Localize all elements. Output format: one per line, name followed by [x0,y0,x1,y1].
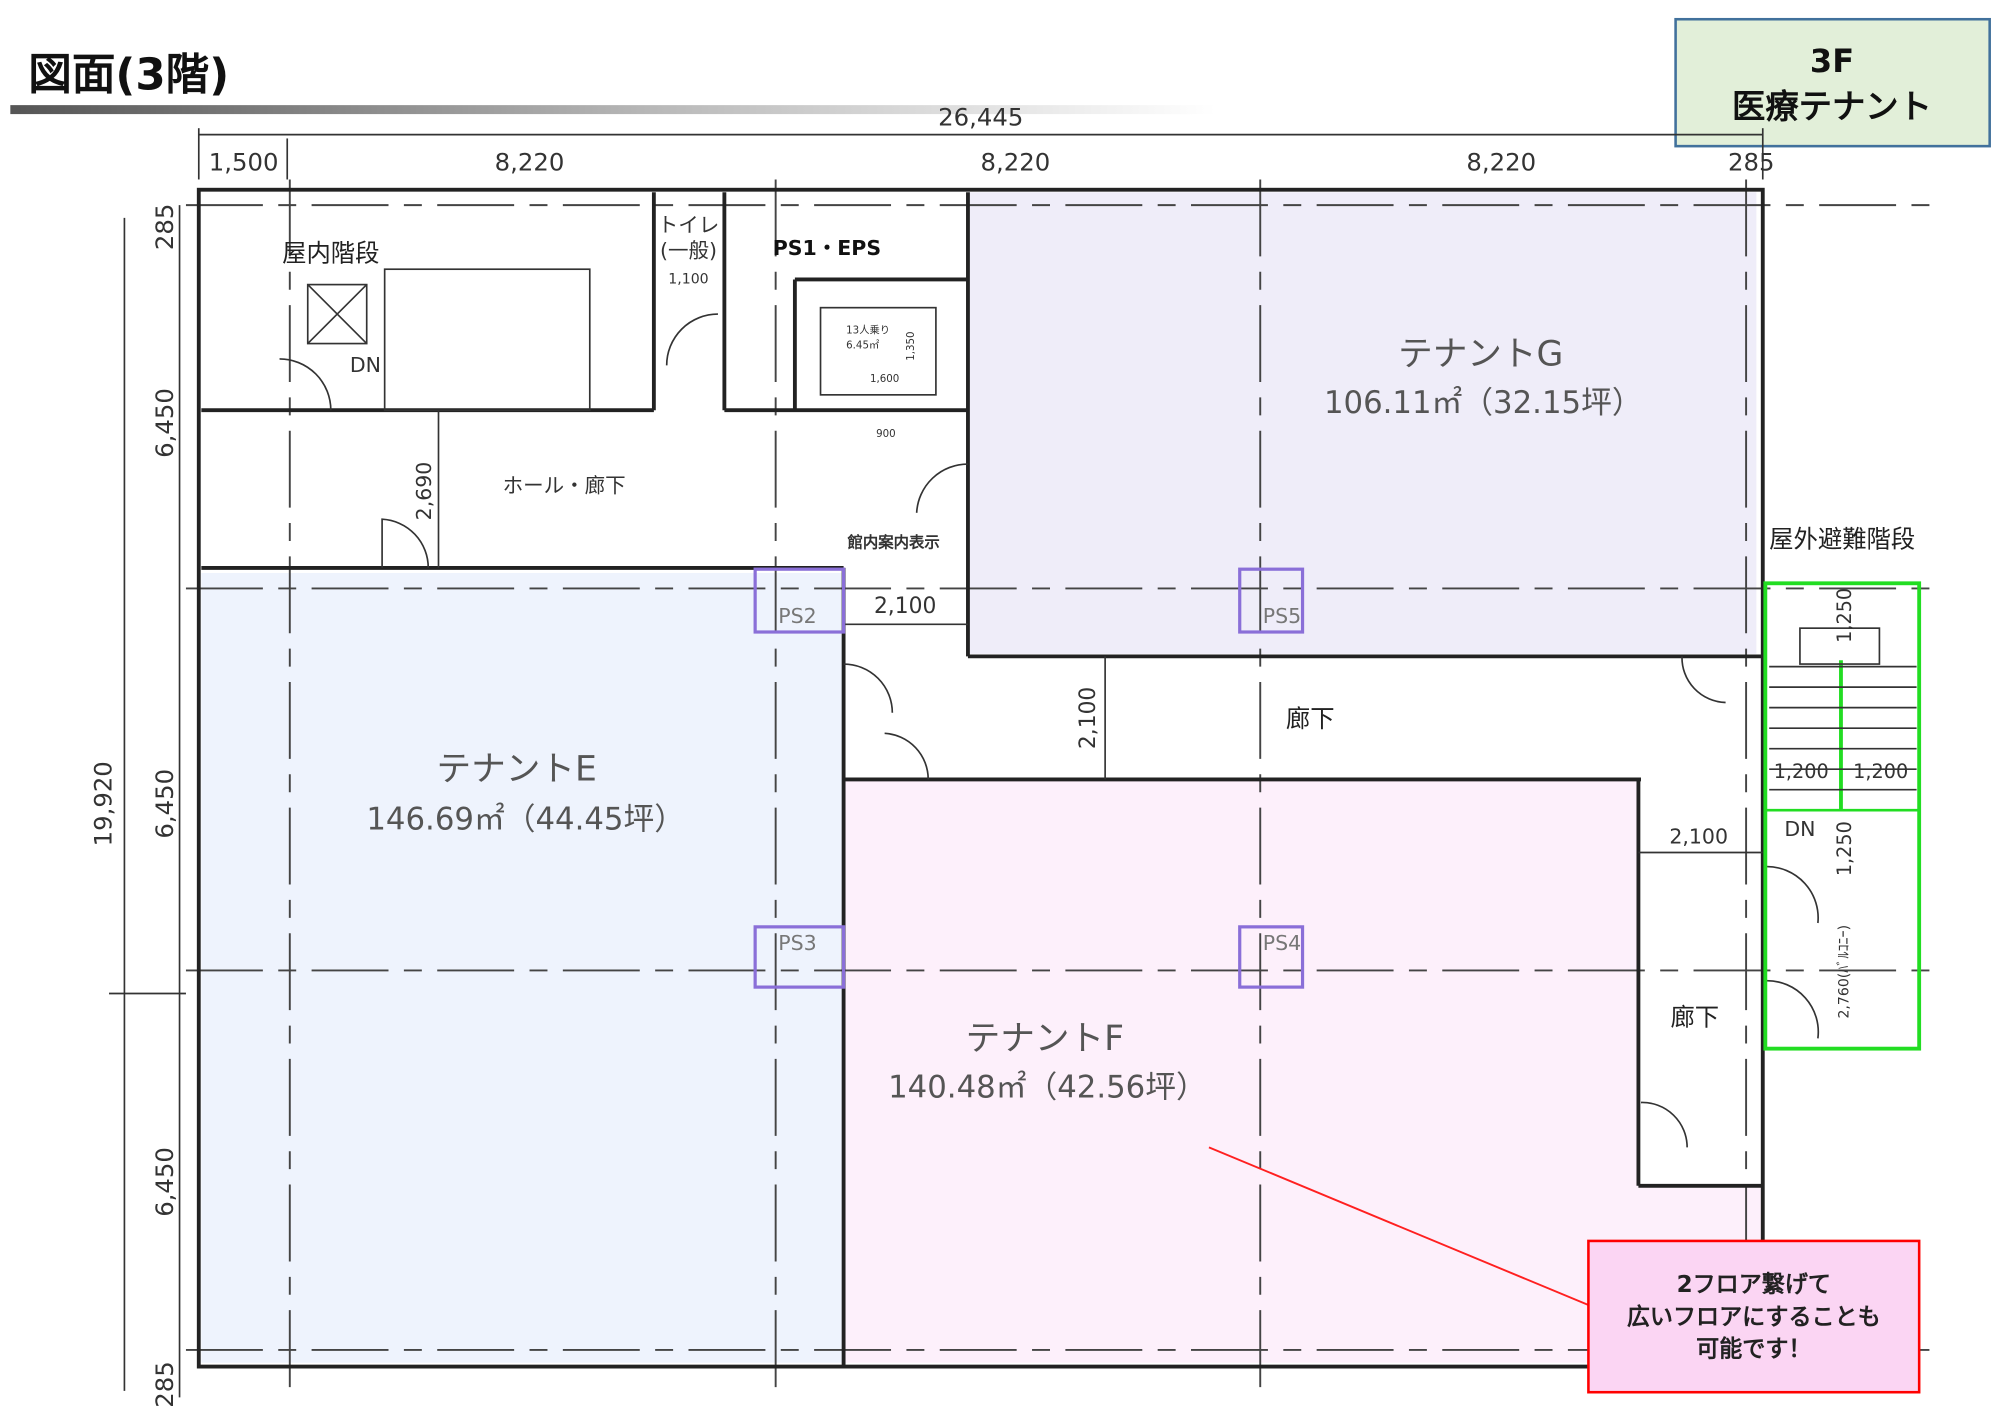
dimensions-depth_spans-3-label: 6,450 [150,1147,179,1217]
dimensions-spans-2-label: 8,220 [981,148,1051,177]
floor-badge: 3F 医療テナント [1674,17,1991,148]
rooms-corridor1-label: 廊下 [1286,704,1335,733]
rooms-dn2-label: DN [1784,817,1815,841]
rooms-corridor2-label: 廊下 [1670,1003,1719,1032]
rooms-elevator_d-label: 1,350 [905,331,917,360]
outdoor-stairs [1763,581,1922,1051]
callout-note: 2フロア繋げて 広いフロアにすることも 可能です！ [1208,1146,1921,1394]
callout-lines-1-label: 広いフロアにすることも [1627,1303,1881,1330]
tenant-f-area [843,779,1763,1363]
dimensions-depth_spans-1-label: 6,450 [150,388,179,458]
rooms-elevator_w-label: 1,600 [870,373,899,385]
rooms-ps-1-label: PS3 [778,931,816,955]
rooms-corridor_dim1-label: 2,100 [874,594,936,619]
rooms-toilet_2-label: (一般) [660,239,717,263]
tenants-0-area-label: 106.11㎡（32.15坪） [1324,385,1643,421]
dimensions-spans-0-label: 1,500 [209,148,279,177]
rooms-elevator_area-label: 6.45㎡ [846,340,879,352]
rooms-elevator_cap-label: 13人乗り [846,324,890,336]
rooms-elevator_door-label: 900 [876,428,896,440]
ps-boxes: PS2 PS3 PS4 PS5 [753,567,1305,989]
dimensions-spans-4-label: 285 [1728,148,1774,177]
rooms-ps-0-label: PS2 [778,604,816,628]
rooms-stair_w2-label: 1,200 [1853,760,1908,783]
callout-lines-0-label: 2フロア繋げて [1677,1272,1831,1298]
tenants-1-name-label: テナントE [437,750,597,790]
rooms-hall_dim-label: 2,690 [412,462,436,521]
dimensions-total_width-label: 26,445 [938,103,1023,132]
title-underline [10,105,1216,115]
rooms-corridor_dim3-label: 2,100 [1669,825,1728,849]
top-dimensions: 26,445 1,500 8,220 8,220 8,220 285 [197,103,1774,180]
badge-use: 医療テナント [1732,87,1932,126]
dimensions-depth_spans-0-label: 285 [150,204,179,250]
rooms-stair_w1-label: 1,200 [1774,760,1829,783]
rooms-ps1_eps-label: PS1・EPS [773,236,881,260]
tenant-f-label: テナントF 140.48㎡（42.56坪） [888,1019,1207,1105]
tenants-2-name-label: テナントF [966,1019,1124,1059]
rooms-balcony-label: 2,760(ﾊﾞﾙｺﾆｰ) [1837,925,1853,1019]
rooms-hall-label: ホール・廊下 [503,473,626,497]
dimensions-total_depth-label: 19,920 [89,761,118,846]
rooms-outdoor_stairs-label: 屋外避難階段 [1769,524,1915,553]
dimensions-depth_spans-2-label: 6,450 [150,769,179,839]
tenants-1-area-label: 146.69㎡（44.45坪） [366,801,685,837]
dimensions-spans-3-label: 8,220 [1466,148,1536,177]
tenant-g-label: テナントG 106.11㎡（32.15坪） [1324,334,1643,420]
tenants-2-area-label: 140.48㎡（42.56坪） [888,1069,1207,1105]
rooms-dn1-label: DN [350,353,381,377]
rooms-corridor_dim2-label: 2,100 [1076,687,1101,749]
rooms-toilet_dim-label: 1,100 [668,271,708,287]
tenant-g-area [967,192,1757,654]
rooms-stair_d1-label: 1,250 [1833,588,1856,643]
room-labels: 屋内階段 DN トイレ (一般) 1,100 PS1・EPS 13人乗り 6.4… [282,213,1915,1032]
tenant-e-label: テナントE 146.69㎡（44.45坪） [366,750,685,838]
page-title: 図面(3階) [28,51,229,101]
badge-floor: 3F [1810,42,1854,80]
rooms-toilet_1-label: トイレ [658,213,719,237]
rooms-guide-label: 館内案内表示 [847,532,939,551]
rooms-ps-3-label: PS5 [1263,604,1301,628]
structural-grid [185,179,1930,1391]
rooms-stair_d2-label: 1,250 [1833,821,1856,876]
dimensions-spans-1-label: 8,220 [495,148,565,177]
left-dimensions: 19,920 285 6,450 6,450 6,450 285 [89,204,186,1408]
dimensions-depth_spans-4-label: 285 [150,1361,179,1407]
callout-lines-2-label: 可能です！ [1696,1335,1811,1362]
tenants-0-name-label: テナントG [1398,334,1563,374]
tenant-e-area [201,573,844,1363]
rooms-indoor_stairs-label: 屋内階段 [282,239,379,268]
rooms-ps-2-label: PS4 [1263,931,1301,955]
